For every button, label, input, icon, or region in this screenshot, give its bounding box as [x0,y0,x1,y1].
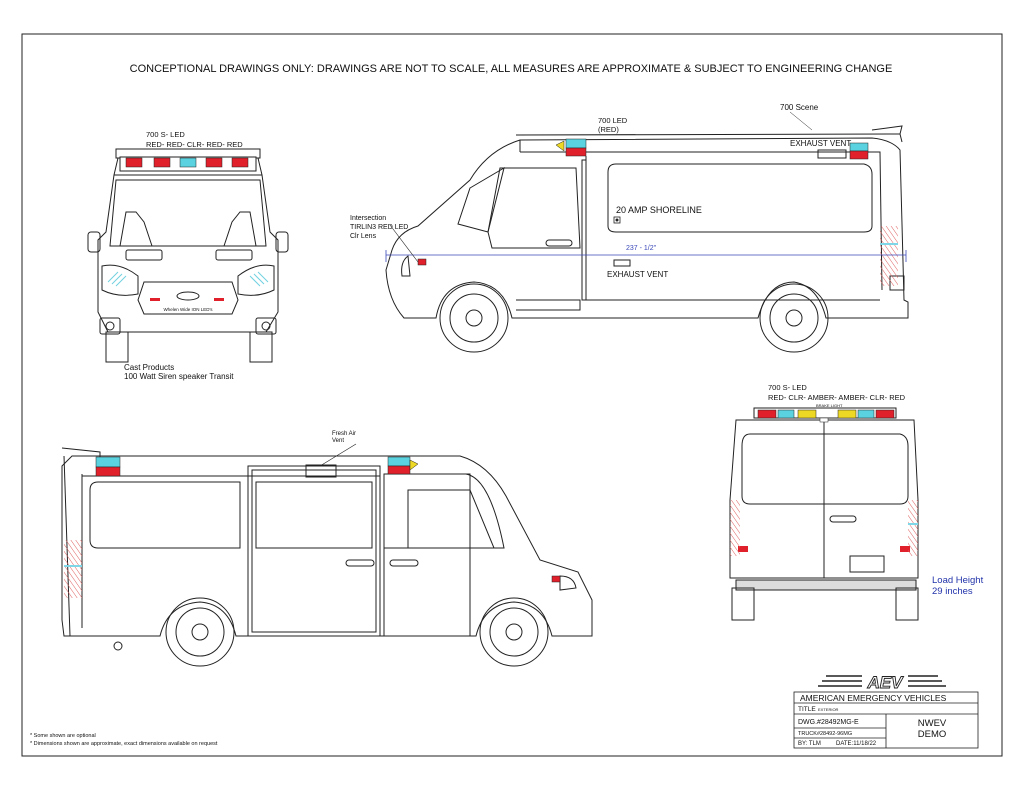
street-side-details [64,443,561,598]
rear-lightbar-colors: RED- CLR- AMBER- AMBER- CLR- RED [768,393,906,402]
drawn-by: BY: TLM [798,741,821,747]
rear-lightbar-light-2 [777,409,795,419]
exhaust-vent-top-label: EXHAUST VENT [790,139,851,148]
intersection-label-line3: Clr Lens [350,233,377,240]
length-dimension [385,250,907,262]
fresh-air-label-line1: Fresh Air [332,431,356,437]
front-view [87,157,289,363]
rear-lightbar-light-5 [857,409,875,419]
fresh-air-label-line2: Vent [332,438,344,444]
truck-number: TRUCK#28492-96MG [798,731,852,737]
front-view-details [107,148,269,301]
front-lightbar-title: 700 S- LED [146,130,185,139]
aev-logo-text: AEV [867,673,905,692]
title-block [793,691,979,749]
customer-line1: NWEV [918,718,947,729]
curb-side-view [385,125,909,353]
front-lightbar-light-3 [179,157,197,168]
rear-view [729,407,919,621]
disclaimer-header: CONCEPTIONAL DRAWINGS ONLY: DRAWINGS ARE… [130,63,893,75]
rear-lightbar-light-3 [797,409,817,419]
grille-led-text: Whelen Wide ION LED's [163,307,213,312]
note-optional: * Some shown are optional [30,733,96,739]
customer-line2: DEMO [918,729,947,740]
load-height-line2: 29 inches [932,586,973,597]
front-lightbar-light-4 [205,157,223,168]
exhaust-vent-bottom-label: EXHAUST VENT [607,270,668,279]
brake-light-label: BRAKE LIGHT [816,403,843,408]
curb-scene-light-red [849,150,869,160]
curb-top-light-red [565,147,587,157]
street-front-light-red [387,465,411,475]
load-height-line1: Load Height [932,575,984,586]
shoreline-label: 20 AMP SHORELINE [616,205,702,215]
street-rear-light-red [95,466,121,477]
curb-side-details [385,138,907,286]
title-value: EXTERIOR [818,707,839,712]
top-light-label-line1: 700 LED [598,116,628,125]
dwg-number: DWG.#28492MG-E [798,719,859,726]
rear-lightbar-light-4 [837,409,857,419]
front-lightbar-colors: RED- RED- CLR- RED- RED [146,140,243,149]
street-intersection-light [551,575,561,583]
rear-lightbar-light-1 [757,409,777,419]
siren-label-line2: 100 Watt Siren speaker Transit [124,372,234,381]
curb-top-light-clear [565,138,587,149]
intersection-label-line2: TIRLIN3 RED LED [350,224,408,231]
front-lightbar-light-1 [125,157,143,168]
sheet-border [21,33,1003,757]
title-label: TITLE [798,706,816,713]
street-side-view [61,447,593,667]
rear-view-details [730,409,918,556]
intersection-light [417,258,427,266]
siren-label-line1: Cast Products [124,363,174,372]
top-light-label-line2: (RED) [598,125,619,134]
aev-logo: AEV [818,673,946,692]
rear-lightbar-title: 700 S- LED [768,383,807,392]
length-dimension-label: 237 - 1/2" [626,245,657,252]
curb-scene-light-clear [849,142,869,152]
company-name: AMERICAN EMERGENCY VEHICLES [800,693,947,703]
front-lightbar-light-2 [153,157,171,168]
intersection-label-line1: Intersection [350,215,386,222]
note-dimensions: * Dimensions shown are approximate, exac… [30,741,218,747]
rear-lightbar-light-6 [875,409,895,419]
scene-light-label: 700 Scene [780,103,819,112]
street-front-light-clear [387,456,411,467]
front-lightbar-light-5 [231,157,249,168]
street-rear-light-clear [95,456,121,468]
drawing-date: DATE:11/18/22 [836,741,877,747]
